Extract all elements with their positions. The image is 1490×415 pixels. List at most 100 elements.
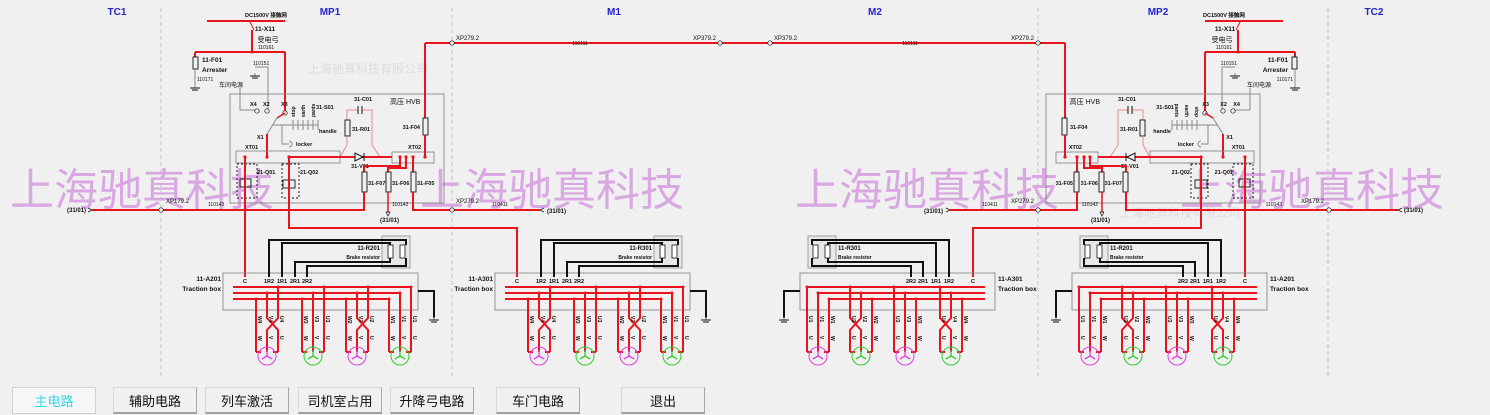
label: 11-F01 xyxy=(1268,57,1289,64)
tap-dot xyxy=(1120,285,1124,289)
resistor-wire xyxy=(1083,258,1184,277)
wire xyxy=(1089,157,1127,172)
label: handle xyxy=(1153,129,1171,135)
motor-terminal-label: W xyxy=(256,336,262,341)
watermark-small: 上海驰真科技有限公司 xyxy=(1120,205,1240,220)
connector-icon xyxy=(158,207,164,213)
resistor-wire xyxy=(1083,239,1222,277)
tap-dot xyxy=(870,297,874,301)
motor-terminal-label: W xyxy=(618,336,624,341)
tap-dot xyxy=(572,297,576,301)
label: 31-F07 xyxy=(368,181,385,187)
motor-wire xyxy=(849,287,862,352)
traction-motor-icon xyxy=(941,346,961,366)
terminal-label: 2R1 xyxy=(290,279,300,285)
cab-occupied-button[interactable]: 司机室占用 xyxy=(298,387,382,414)
feed-to-a301 xyxy=(972,157,1202,277)
motor-terminal-label: W xyxy=(346,336,352,341)
wire xyxy=(339,136,348,158)
label: (31/01) xyxy=(924,209,943,215)
label: earth xyxy=(1183,105,1189,117)
brake-resistor-id: 11-R301 xyxy=(838,246,861,252)
label: 110151 xyxy=(253,61,270,67)
label: (31/01) xyxy=(1404,208,1423,214)
q02-contactor xyxy=(1190,163,1209,199)
ground-wire xyxy=(418,290,435,318)
resistor-wire xyxy=(553,242,663,277)
motor-terminal-label: W xyxy=(1234,336,1240,341)
tap-dot xyxy=(848,285,852,289)
label: 110411 xyxy=(492,202,508,208)
resistor-wire xyxy=(566,258,663,277)
motor-wire xyxy=(538,287,551,352)
motor-terminal-label: W xyxy=(829,336,835,341)
pantograph-circuit-button[interactable]: 升降弓电路 xyxy=(390,387,474,414)
motor-terminal-label: U xyxy=(683,336,689,340)
tap-dot xyxy=(1186,297,1190,301)
ground-wire xyxy=(1055,290,1072,318)
resistor-wire xyxy=(306,258,407,277)
label: 高压 HVB xyxy=(390,97,421,106)
motor-wire xyxy=(628,287,641,352)
resistor-icon xyxy=(387,244,394,259)
tap-dot xyxy=(960,297,964,301)
line-110143 xyxy=(1125,192,1398,211)
terminal-icon xyxy=(254,108,260,114)
label: Arrester xyxy=(1263,67,1289,74)
motor-wire xyxy=(628,293,641,352)
phase-label: V1 xyxy=(818,316,824,322)
terminal-label: 2R2 xyxy=(906,279,916,285)
bus-connector xyxy=(449,40,455,46)
exit-button[interactable]: 退出 xyxy=(621,387,705,414)
connector-icon xyxy=(1035,207,1041,213)
phase-label: U4 xyxy=(550,316,556,323)
motor-terminal-label: V xyxy=(400,336,406,340)
motor-terminal-label: U xyxy=(278,336,284,340)
train-activation-button[interactable]: 列车激活 xyxy=(205,387,289,414)
motor-terminal-label: W xyxy=(389,336,395,341)
watermark-text: 上海驰真科技 xyxy=(10,166,274,215)
motor-terminal-label: U xyxy=(807,336,813,340)
auxiliary-circuit-button[interactable]: 辅助电路 xyxy=(113,387,197,414)
label: X1 xyxy=(257,135,264,141)
phase-label: U2 xyxy=(1122,316,1128,323)
resistor-icon xyxy=(659,244,666,259)
terminal-label: 1R1 xyxy=(549,279,559,285)
motor-terminal-label: U xyxy=(1166,336,1172,340)
label: XP179.2 xyxy=(1301,199,1325,205)
motor-terminal-label: V xyxy=(585,336,591,340)
motor-terminal-label: U xyxy=(596,336,602,340)
label: (31/01) xyxy=(67,208,86,214)
brake-resistor-name: Brake resistor xyxy=(618,255,652,261)
resistor-wire xyxy=(281,242,391,277)
terminal-dot xyxy=(404,155,408,159)
motor-wire xyxy=(1121,287,1134,352)
tap-dot xyxy=(1164,285,1168,289)
switch-blade xyxy=(1212,117,1224,135)
resistor-wire xyxy=(268,239,407,277)
pantograph-icon xyxy=(1235,21,1241,31)
label: stop xyxy=(1193,106,1199,117)
motor-terminal-label: V xyxy=(539,336,545,340)
door-circuit-button[interactable]: 车门电路 xyxy=(496,387,580,414)
motor-terminal-label: V xyxy=(1223,336,1229,340)
line-110143 xyxy=(92,192,365,211)
main-circuit-button[interactable]: 主电路 xyxy=(12,387,96,414)
phase-label: U1 xyxy=(411,316,417,323)
arrester-icon xyxy=(1291,56,1298,70)
terminal-dot xyxy=(1088,155,1092,159)
terminal-dot xyxy=(1221,155,1225,159)
brake-resistor-name: Brake resistor xyxy=(838,255,872,261)
brake-resistor-name: Brake resistor xyxy=(1110,255,1144,261)
traction-motor-icon xyxy=(390,346,410,366)
label: 高压 HVB xyxy=(1070,97,1101,106)
phase-label: V3 xyxy=(905,316,911,322)
q01-contactor xyxy=(236,163,258,199)
terminal-icon xyxy=(1230,108,1236,114)
tap-dot xyxy=(892,285,896,289)
bus-connector xyxy=(717,40,723,46)
label: XP379.2 xyxy=(774,36,798,42)
phase-label: W2 xyxy=(872,316,878,324)
arrester-icon xyxy=(192,56,199,70)
